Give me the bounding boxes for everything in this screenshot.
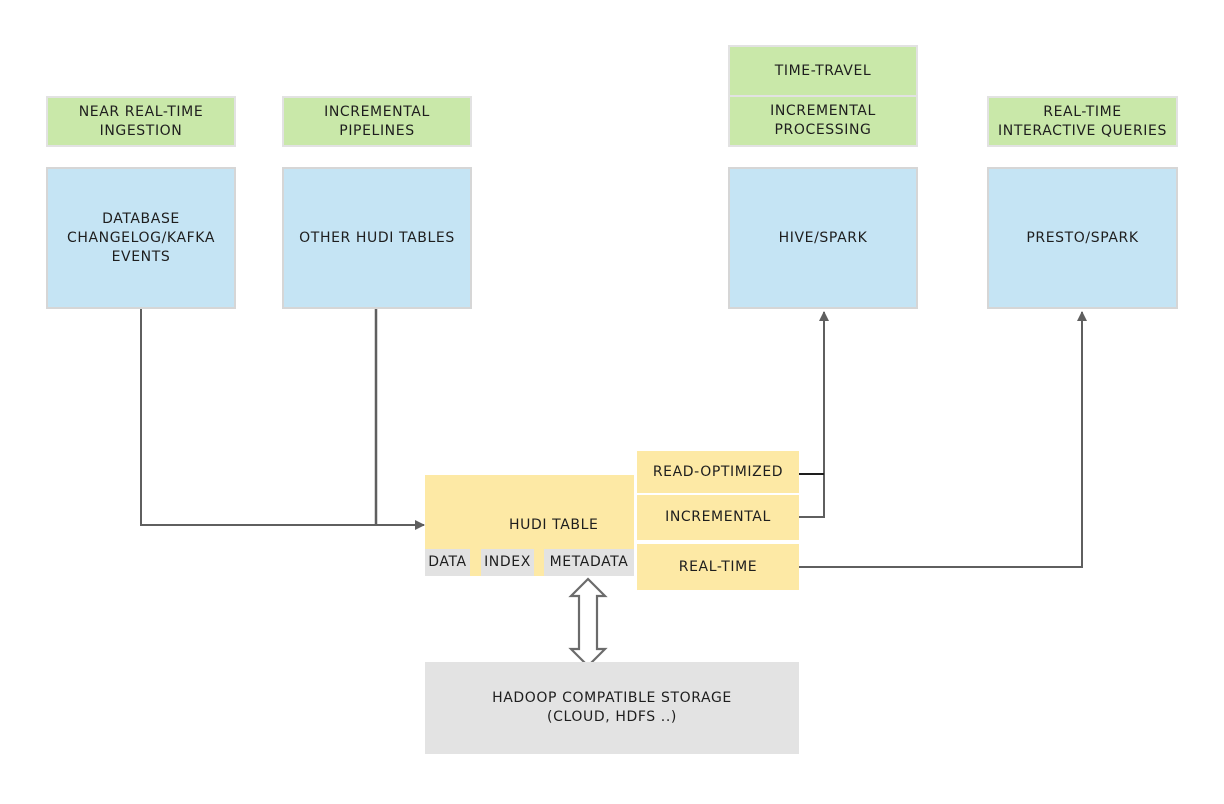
label-near-realtime-ingestion-text: NEAR REAL-TIME INGESTION — [78, 103, 204, 139]
engine-presto-spark: PRESTO/SPARK — [987, 167, 1178, 309]
hudi-table-title: HUDI TABLE — [509, 517, 599, 533]
double-arrow-storage-hudi-table — [568, 577, 608, 668]
hudi-table-data-text: DATA — [428, 554, 467, 570]
arrow-realtime-to-presto-spark — [799, 311, 1087, 568]
label-incremental-pipelines-text: INCREMENTAL PIPELINES — [324, 103, 430, 139]
view-incremental-text: INCREMENTAL — [665, 509, 771, 525]
label-incremental-pipelines: INCREMENTAL PIPELINES — [282, 96, 472, 147]
view-read-optimized: READ-OPTIMIZED — [637, 451, 799, 493]
label-time-travel: TIME-TRAVEL — [728, 45, 918, 97]
hudi-table-data-chip: DATA — [425, 549, 470, 576]
hudi-table-index-chip: INDEX — [481, 549, 534, 576]
label-realtime-interactive-queries-text: REAL-TIME INTERACTIVE QUERIES — [998, 103, 1167, 139]
label-realtime-interactive-queries: REAL-TIME INTERACTIVE QUERIES — [987, 96, 1178, 147]
label-incremental-processing: INCREMENTAL PROCESSING — [728, 95, 918, 147]
engine-hive-spark: HIVE/SPARK — [728, 167, 918, 309]
source-database-changelog: DATABASE CHANGELOG/KAFKA EVENTS — [46, 167, 236, 309]
hudi-table-metadata-text: METADATA — [549, 554, 629, 570]
label-time-travel-text: TIME-TRAVEL — [774, 62, 872, 79]
source-database-changelog-text: DATABASE CHANGELOG/KAFKA EVENTS — [66, 210, 215, 265]
label-near-realtime-ingestion: NEAR REAL-TIME INGESTION — [46, 96, 236, 147]
source-other-hudi-tables: OTHER HUDI TABLES — [282, 167, 472, 309]
hudi-table-metadata-chip: METADATA — [544, 549, 634, 576]
view-read-optimized-text: READ-OPTIMIZED — [652, 463, 784, 480]
hudi-table-index-text: INDEX — [484, 554, 531, 570]
view-real-time: REAL-TIME — [637, 544, 799, 590]
source-other-hudi-tables-text: OTHER HUDI TABLES — [299, 229, 455, 246]
hadoop-compatible-storage: HADOOP COMPATIBLE STORAGE (CLOUD, HDFS .… — [425, 662, 799, 754]
view-incremental: INCREMENTAL — [637, 495, 799, 540]
arrow-database-to-hudi-table — [140, 309, 425, 530]
arrow-incremental-to-hive-spark — [799, 311, 829, 518]
hadoop-compatible-storage-text: HADOOP COMPATIBLE STORAGE (CLOUD, HDFS .… — [492, 690, 732, 725]
engine-presto-spark-text: PRESTO/SPARK — [1026, 229, 1139, 246]
view-real-time-text: REAL-TIME — [678, 558, 758, 575]
label-incremental-processing-text: INCREMENTAL PROCESSING — [770, 103, 876, 138]
engine-hive-spark-text: HIVE/SPARK — [778, 229, 868, 246]
